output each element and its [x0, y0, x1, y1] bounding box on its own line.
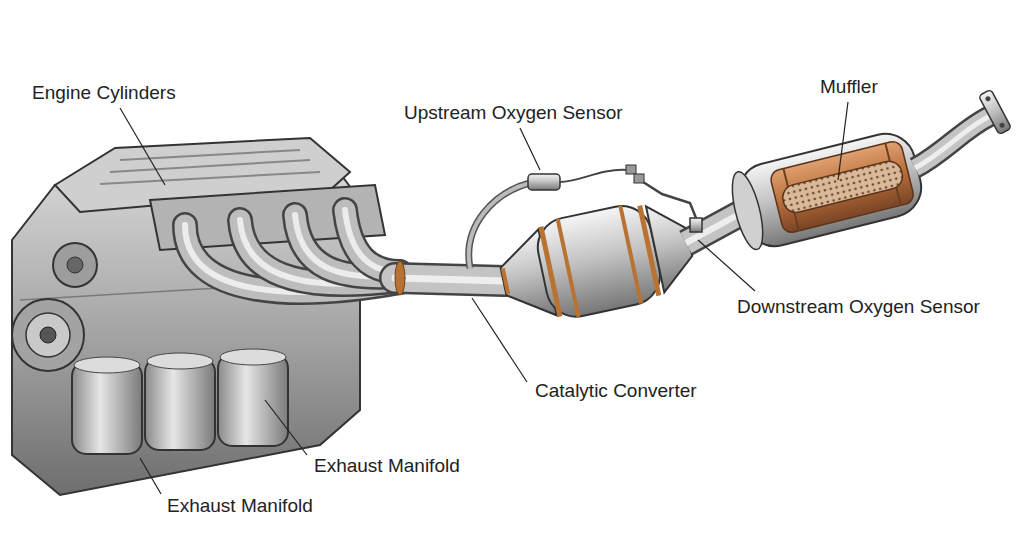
part-label: Exhaust Manifold	[312, 455, 462, 477]
tailpipe	[915, 116, 990, 168]
muffler	[726, 127, 928, 254]
leader-line	[838, 102, 848, 180]
muffler	[726, 169, 769, 252]
downstream-sensor	[634, 174, 644, 183]
upstream-sensor	[528, 174, 560, 190]
exhaust-manifold-pipes	[185, 210, 505, 295]
tailpipe	[915, 116, 990, 168]
catalytic-converter	[493, 193, 700, 330]
catalytic-converter	[558, 219, 579, 317]
engine-block	[67, 257, 83, 273]
lower-cylinders	[220, 349, 286, 365]
catalytic-converter	[541, 227, 560, 317]
lower-cylinders	[145, 358, 215, 450]
leader-line	[140, 458, 161, 494]
leader-line	[520, 128, 540, 170]
engine-block	[40, 327, 56, 343]
lower-cylinders	[218, 354, 288, 446]
catalytic-converter	[640, 206, 659, 296]
leader-line	[120, 108, 165, 185]
tailpipe	[915, 116, 990, 168]
upstream-sensor	[626, 165, 636, 174]
downstream-sensor	[640, 180, 696, 218]
catalytic-converter	[503, 268, 508, 293]
engine-block	[12, 299, 84, 371]
part-label: Engine Cylinders	[30, 82, 178, 104]
engine-block	[100, 172, 320, 184]
downstream-sensor	[634, 174, 702, 232]
lower-cylinders	[147, 353, 213, 369]
tailpipe	[999, 122, 1006, 129]
catalytic-converter	[620, 206, 641, 304]
leader-line	[698, 240, 755, 291]
engine-block	[26, 313, 70, 357]
upstream-sensor	[560, 170, 628, 182]
lower-cylinders	[72, 349, 288, 454]
lower-cylinders	[74, 357, 140, 373]
muffler	[780, 159, 905, 216]
tailpipe	[978, 89, 1011, 134]
exhaust-manifold-pipes	[395, 278, 505, 281]
exhaust-manifold-pipes	[395, 261, 405, 295]
muffler	[769, 140, 915, 235]
part-label: Catalytic Converter	[533, 380, 699, 402]
downstream-sensor	[690, 218, 702, 232]
part-label: Downstream Oxygen Sensor	[735, 296, 982, 318]
tailpipe	[978, 89, 1011, 134]
part-label: Upstream Oxygen Sensor	[402, 102, 625, 124]
part-label: Exhaust Manifold	[165, 495, 315, 517]
engine-block	[110, 160, 310, 172]
exhaust-manifold-pipes	[395, 278, 505, 281]
leader-line	[265, 400, 307, 455]
lower-cylinders	[72, 362, 142, 454]
exhaust-manifold-pipes	[395, 278, 505, 281]
engine-block	[53, 243, 97, 287]
catalytic-converter	[532, 200, 665, 322]
leader-line	[472, 298, 527, 382]
tailpipe	[915, 89, 1012, 168]
tailpipe	[985, 95, 992, 102]
part-label: Muffler	[818, 76, 880, 98]
